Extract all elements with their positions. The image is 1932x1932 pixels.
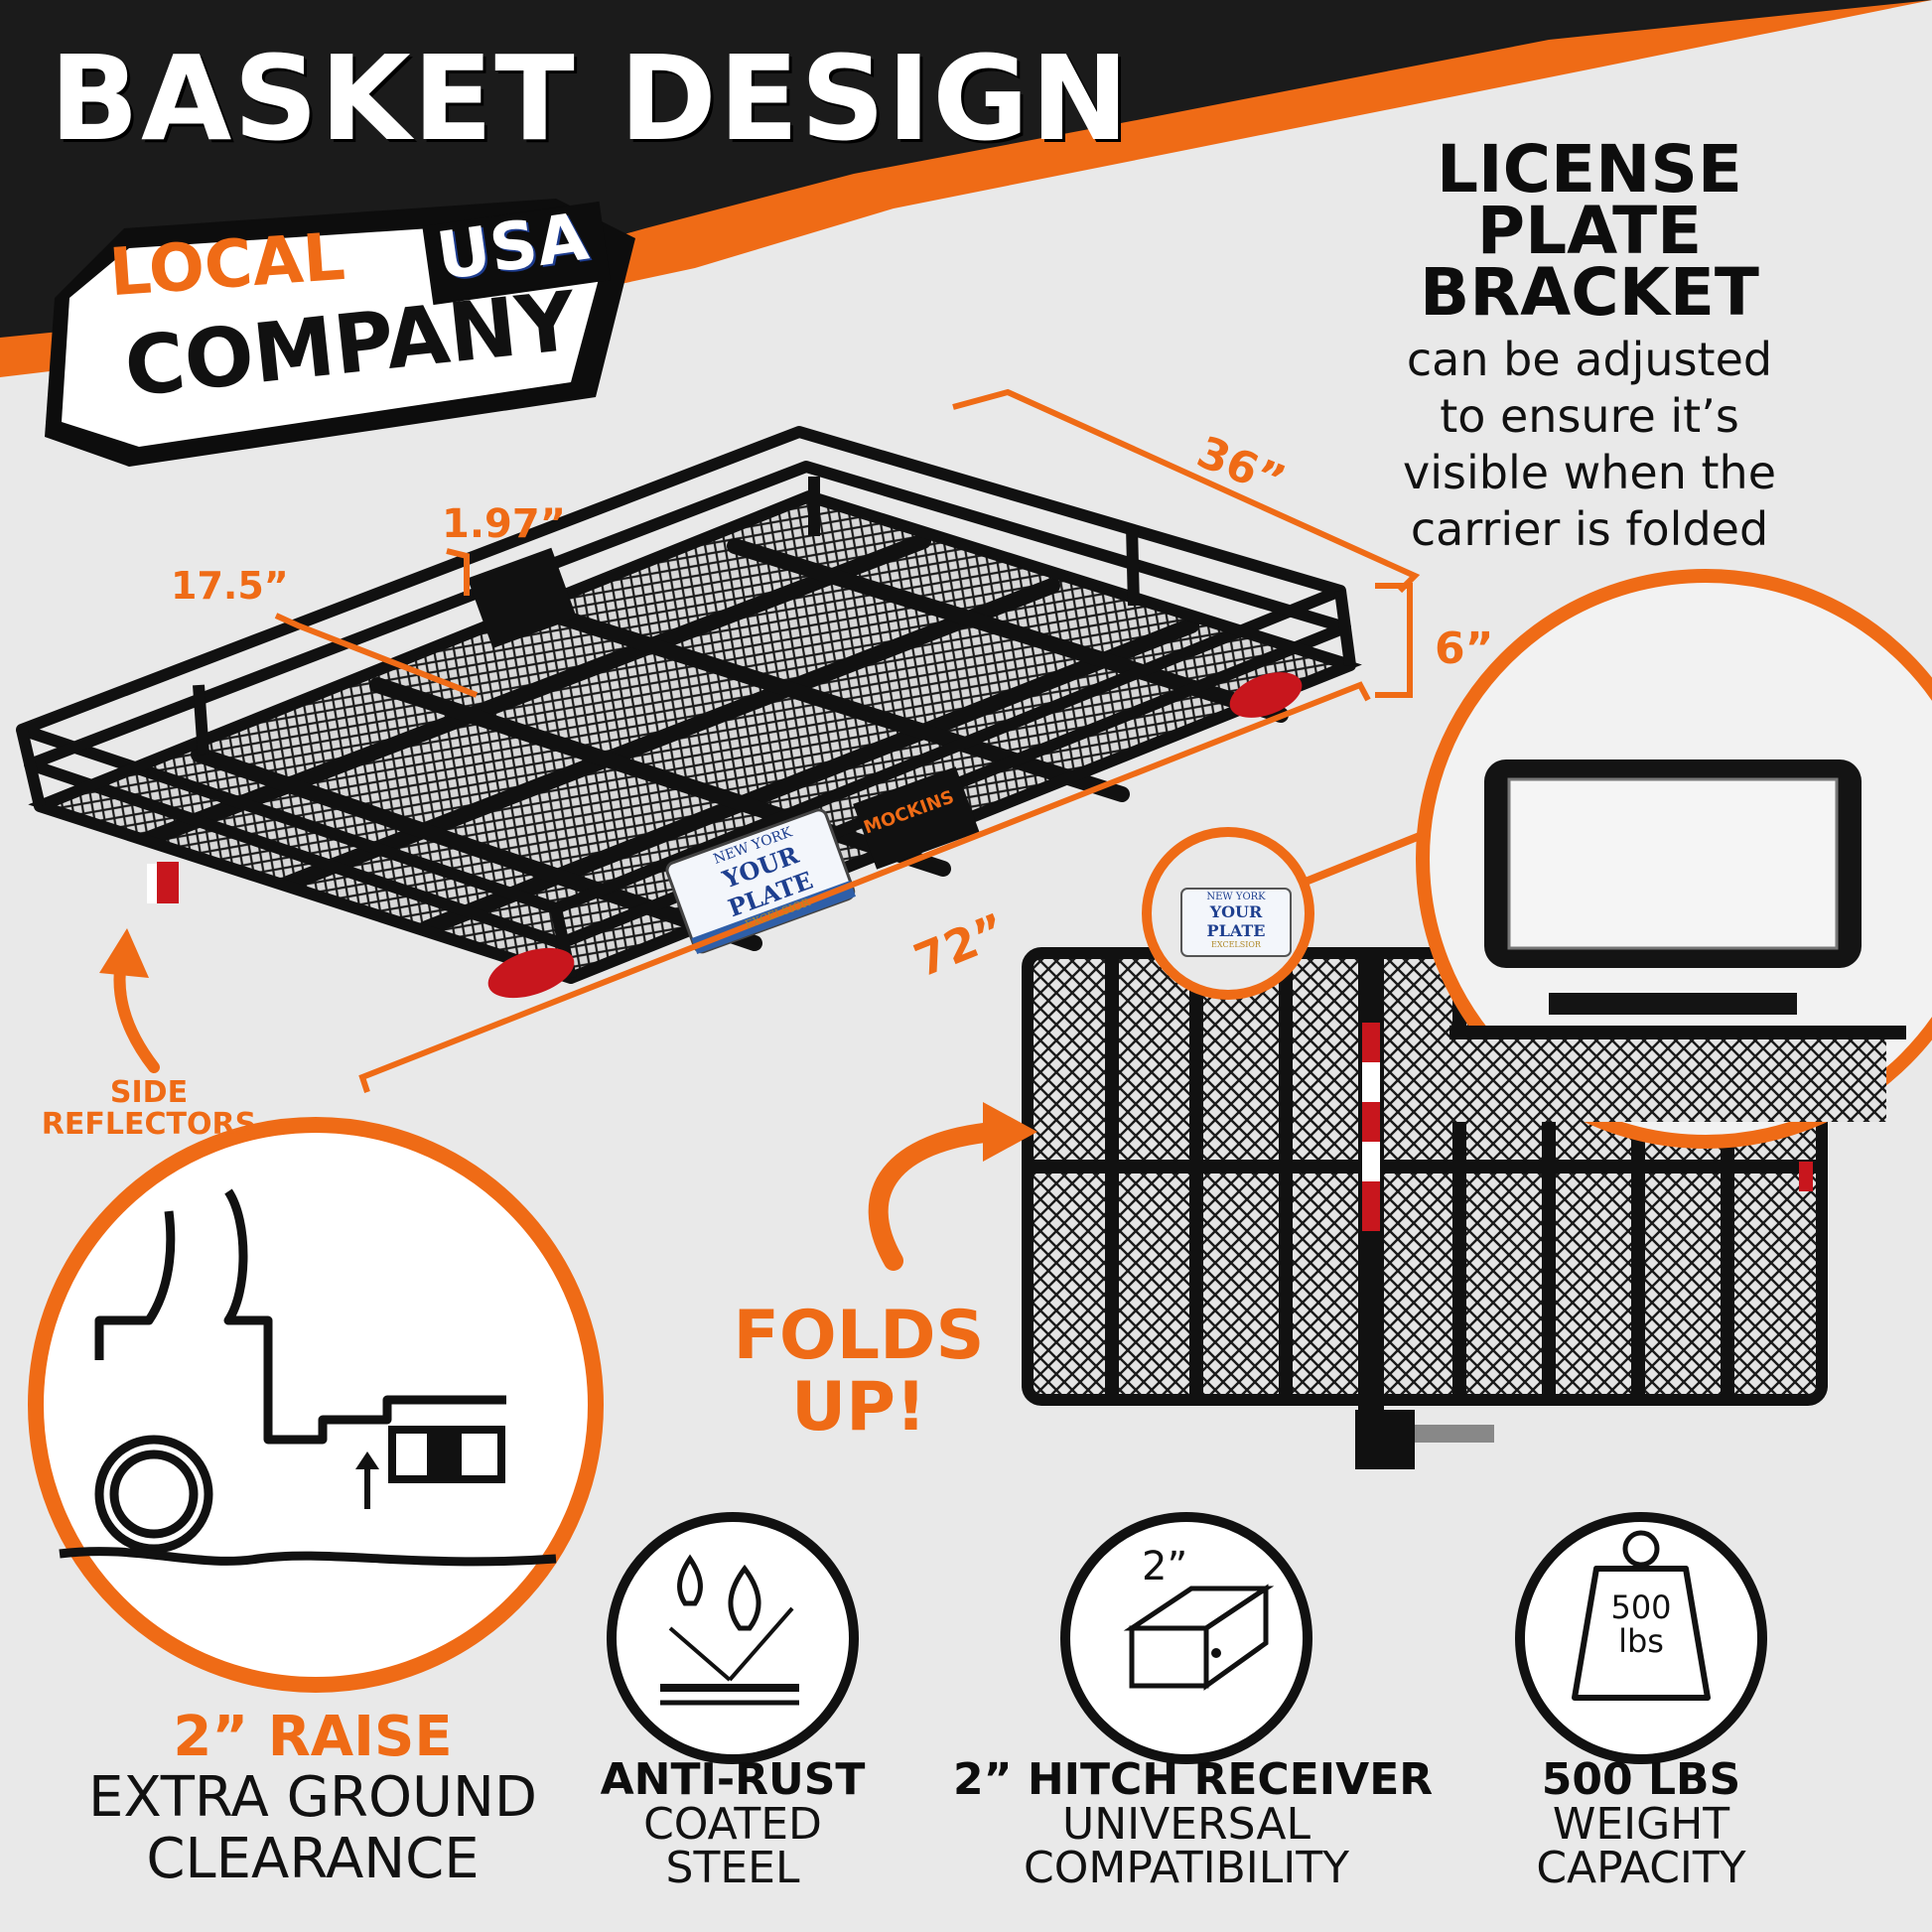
- side-reflector-strip: [147, 862, 179, 903]
- dim-line-72: [358, 681, 1371, 1093]
- feature-anti-rust: ANTI-RUST COATED STEEL: [584, 1757, 882, 1890]
- side-reflectors-line-1: SIDE: [109, 1075, 189, 1110]
- raise-headline: 2” RAISE: [173, 1705, 453, 1769]
- dimension-gap-label: 1.97”: [442, 501, 566, 547]
- feature-weight-line-2: CAPACITY: [1536, 1843, 1746, 1893]
- license-body-line-3: visible when the: [1403, 446, 1776, 499]
- feature-weight-heading: 500 LBS: [1541, 1754, 1741, 1805]
- weight-icon-circle: [1515, 1512, 1767, 1764]
- weight-icon-label: 500 lbs: [1591, 1590, 1691, 1658]
- license-body: can be adjusted to ensure it’s visible w…: [1356, 332, 1823, 558]
- receiver-icon-label: 2”: [1142, 1544, 1188, 1589]
- weight-value: 500 lbs: [1610, 1588, 1672, 1660]
- feature-weight-capacity: 500 LBS WEIGHT CAPACITY: [1492, 1757, 1790, 1890]
- raise-line-2: CLEARANCE: [146, 1827, 480, 1891]
- folded-plate-motto: EXCELSIOR: [1211, 940, 1261, 949]
- folds-up-line-2: UP!: [790, 1368, 927, 1447]
- license-heading-line-2: PLATE: [1476, 193, 1703, 269]
- folded-plate-text: NEW YORK YOUR PLATE EXCELSIOR: [1181, 892, 1291, 949]
- license-body-line-1: can be adjusted: [1406, 333, 1773, 386]
- ground-clearance-illustration: [28, 1117, 604, 1693]
- local-usa-company-badge: [45, 199, 635, 467]
- feature-anti-rust-line-2: STEEL: [665, 1843, 800, 1893]
- plate-zoom-small: [1142, 827, 1314, 1000]
- dimension-depth-label: 17.5”: [171, 564, 289, 608]
- folds-up-line-1: FOLDS: [733, 1297, 985, 1375]
- dim-line-1-97: [446, 548, 470, 596]
- feature-hitch-line-1: UNIVERSAL: [1062, 1799, 1311, 1850]
- feature-hitch-line-2: COMPATIBILITY: [1024, 1843, 1349, 1893]
- rear-reflector-light: [487, 947, 575, 999]
- side-reflectors-line-2: REFLECTORS: [41, 1107, 257, 1142]
- license-body-line-2: to ensure it’s: [1440, 389, 1739, 443]
- dim-line-6: [1375, 583, 1413, 698]
- license-body-line-4: carrier is folded: [1410, 502, 1769, 556]
- folds-up-arrow: [868, 1122, 1003, 1271]
- page-title: BASKET DESIGN: [50, 30, 1131, 167]
- anti-rust-icon-circle: [607, 1512, 859, 1764]
- side-reflectors-label: SIDE REFLECTORS: [30, 1077, 268, 1141]
- feature-anti-rust-line-1: COATED: [643, 1799, 822, 1850]
- license-heading-line-1: LICENSE: [1437, 131, 1742, 207]
- basket-illustration: [16, 426, 1362, 999]
- rear-reflector-light-right: [1229, 672, 1303, 718]
- feature-weight-line-1: WEIGHT: [1552, 1799, 1730, 1850]
- dimension-height-label: 6”: [1435, 623, 1494, 674]
- feature-hitch-receiver: 2” HITCH RECEIVER UNIVERSAL COMPATIBILIT…: [953, 1754, 1434, 1893]
- feature-hitch-heading: 2” HITCH RECEIVER: [953, 1754, 1434, 1805]
- hitch-receiver-icon-circle: [1060, 1512, 1312, 1764]
- folded-plate-value: YOUR PLATE: [1206, 902, 1266, 940]
- plate-bracket-zoom: [1416, 569, 1932, 1149]
- dimension-lines: [274, 388, 1421, 1093]
- folds-up-label: FOLDS UP!: [730, 1301, 988, 1444]
- folded-plate-state: NEW YORK: [1206, 892, 1266, 902]
- license-heading-line-3: BRACKET: [1420, 254, 1759, 331]
- feature-anti-rust-heading: ANTI-RUST: [600, 1754, 866, 1805]
- license-bracket-callout: LICENSE PLATE BRACKET can be adjusted to…: [1356, 131, 1823, 558]
- raise-callout: 2” RAISE EXTRA GROUND CLEARANCE: [30, 1708, 596, 1890]
- raise-line-1: EXTRA GROUND: [87, 1765, 538, 1830]
- dim-line-17-5: [274, 613, 479, 698]
